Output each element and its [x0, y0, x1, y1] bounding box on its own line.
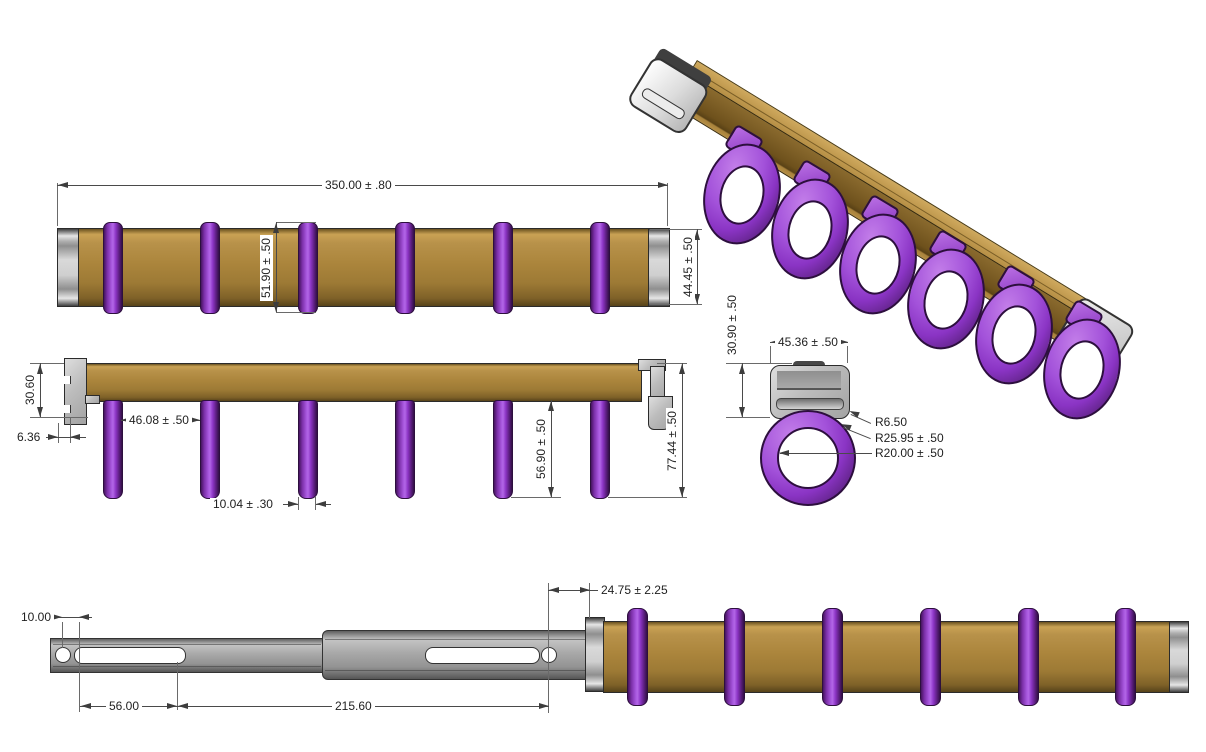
bottom-tube-hole: [541, 647, 557, 663]
ring-band: [1115, 608, 1136, 706]
ring-hanging: [590, 400, 610, 499]
ring-hanging: [103, 400, 123, 499]
ring-hanging: [395, 400, 415, 499]
dim-slot-length-text: 56.00: [106, 700, 143, 713]
ring-hanging: [298, 400, 318, 499]
bottom-tube-slot: [425, 647, 540, 664]
detail-ring-inner: [777, 427, 839, 489]
ring-band: [822, 608, 843, 706]
dim-ring-spacing-text: 46.08 ± .50: [126, 414, 192, 427]
bracket-notch: [64, 376, 71, 384]
dim-hole-offset-text: 10.00: [18, 611, 55, 624]
bottom-right-cap: [1169, 621, 1189, 693]
ring-band: [724, 608, 745, 706]
bottom-cap-block: [585, 617, 605, 692]
ring-band: [103, 222, 123, 314]
side-rail: [83, 363, 642, 402]
side-bracket-lip: [85, 395, 100, 404]
dim-ring-thickness-text: 10.04 ± .30: [210, 498, 276, 511]
front-rail: [57, 228, 670, 307]
isometric-view: [625, 0, 1206, 428]
dim-ring-inner-radius-text: R20.00 ± .50: [872, 447, 947, 460]
dim-rail-depth-text: 30.60: [23, 371, 37, 408]
dim-corner-radius-text: R6.50: [872, 416, 911, 429]
ring-band: [200, 222, 220, 314]
ring-band: [1018, 608, 1039, 706]
side-view: 30.60 6.36 46.08 ± .50 10.04 ± .30: [0, 350, 710, 530]
front-left-end-cap: [57, 228, 79, 307]
dim-ring-outer-height-text: 51.90 ± .50: [259, 235, 273, 301]
dim-overall-length-text: 350.00 ± .80: [322, 179, 395, 192]
bottom-inner-slot: [74, 647, 186, 664]
ring-band: [298, 222, 318, 314]
detail-clip-recess: [777, 371, 841, 390]
ring-band: [627, 608, 648, 706]
detail-clip-top-tab: [793, 361, 825, 368]
side-left-bracket: [64, 358, 87, 425]
ring-band: [395, 222, 415, 314]
dim-end-gap-text: 24.75 ± 2.25: [598, 584, 671, 597]
bracket-notch: [64, 405, 71, 413]
dim-ring-outer-radius-text: R25.95 ± .50: [872, 432, 947, 445]
front-right-end-cap: [648, 228, 670, 307]
dim-clip-width-text: 45.36 ± .50: [775, 336, 841, 349]
bottom-view: 10.00 56.00 215.60 24.75 ± 2.25: [0, 560, 1206, 752]
bottom-rail: [603, 621, 1171, 693]
dim-ring-drop-text: 56.90 ± .50: [534, 416, 548, 482]
detail-clip-body: [770, 365, 850, 419]
dim-track-length-text: 215.60: [332, 700, 375, 713]
iso-left-cap-slot: [639, 86, 687, 121]
front-view: 350.00 ± .80 51.90 ± .50 44.45 ± .50: [0, 0, 710, 350]
detail-view: 30.90 ± .50 45.36 ± .50 R6.50: [700, 280, 1000, 520]
detail-clip-slot: [776, 398, 844, 410]
ring-hanging: [493, 400, 513, 499]
bottom-inner-hole: [55, 647, 71, 663]
ring-band: [590, 222, 610, 314]
ring-hanging: [200, 400, 220, 499]
ring-band: [920, 608, 941, 706]
dim-cap-offset-text: 6.36: [14, 431, 44, 444]
ring-band: [493, 222, 513, 314]
